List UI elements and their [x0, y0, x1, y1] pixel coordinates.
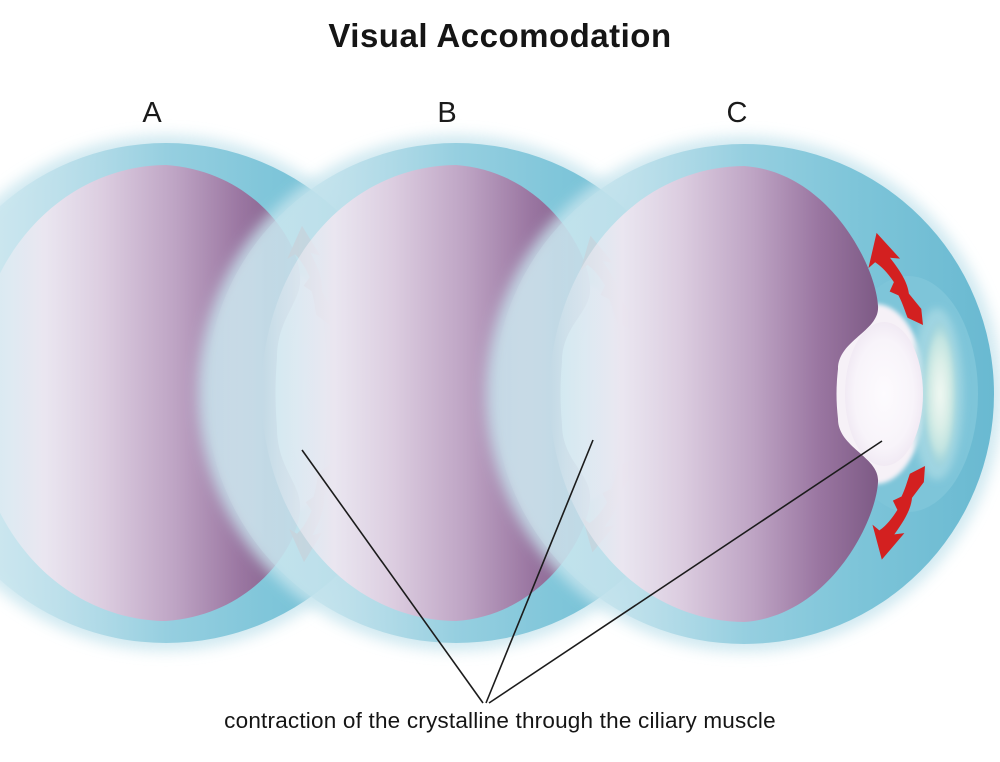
panel-label-c: C — [726, 97, 748, 129]
pointer-line-a — [301, 449, 484, 704]
panel-label-b: B — [437, 97, 457, 129]
crystalline-lens-c — [845, 322, 923, 466]
cornea-inner-c — [923, 322, 957, 466]
panel-label-a: A — [142, 97, 162, 129]
figure-caption: contraction of the crystalline through t… — [224, 708, 776, 733]
pointer-line-b — [485, 439, 594, 704]
page-title: Visual Accomodation — [328, 17, 672, 54]
eye-cross-section-c — [486, 136, 1000, 652]
pointer-line-c — [488, 440, 883, 704]
ciliary-muscle-arrow-up-c — [868, 232, 923, 325]
vitreous-body-c — [549, 166, 879, 622]
ciliary-muscle-arrow-down-c — [872, 466, 925, 560]
